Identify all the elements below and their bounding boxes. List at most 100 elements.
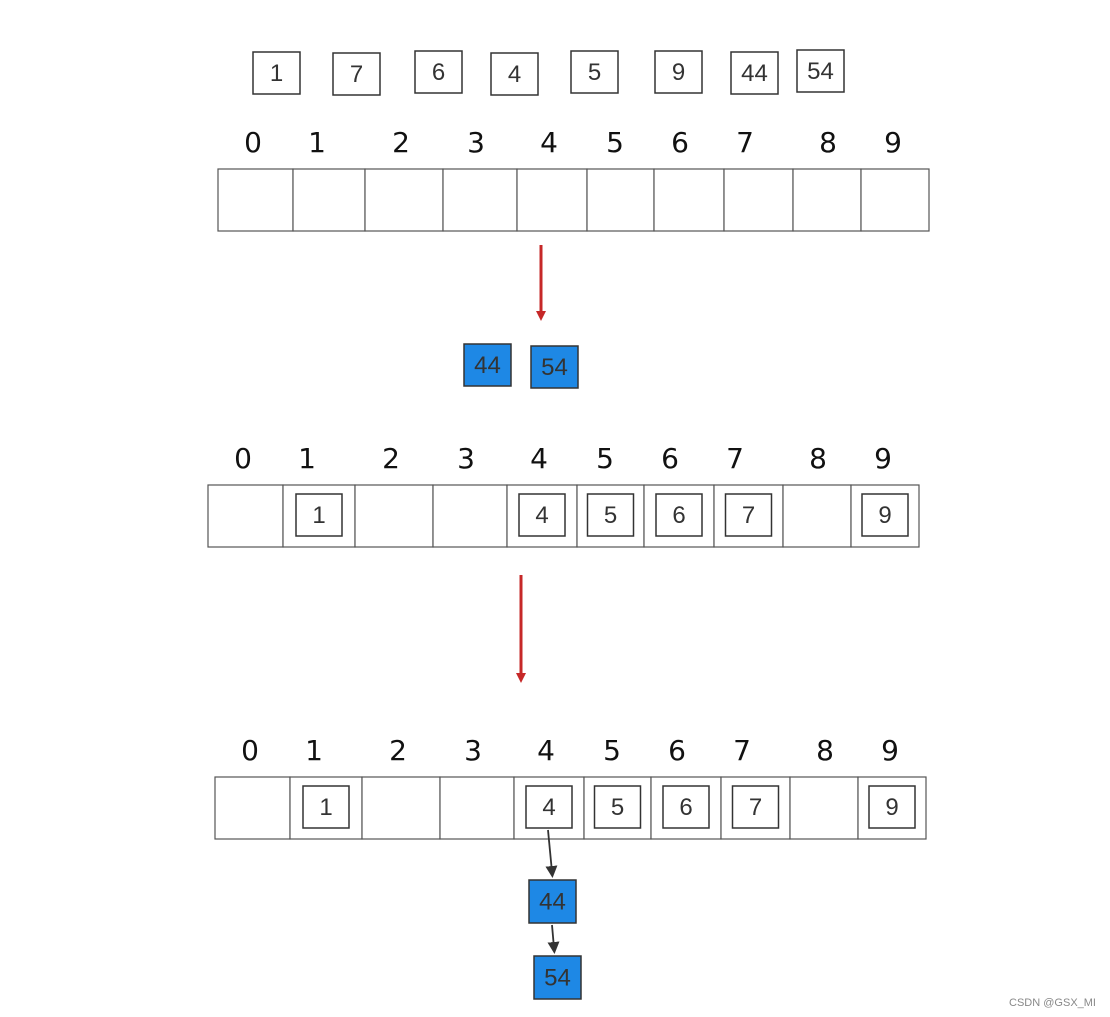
bucket-value-box-border [724, 493, 773, 537]
bucket-cell [361, 776, 441, 840]
pending-value-box-label: 54 [541, 354, 568, 381]
bucket-value-box-border [302, 785, 350, 829]
pending-value-box-border [530, 345, 579, 389]
input-value-box-border [570, 50, 619, 94]
bucket-value-box: 6 [662, 785, 710, 829]
bucket-index-label: 6 [668, 734, 686, 767]
bucket-value-box-label: 7 [742, 502, 755, 529]
bucket-index-label: 8 [819, 126, 837, 159]
bucket-value-box-border [518, 493, 566, 537]
bucket-index-label: 2 [382, 442, 400, 475]
bucket-cell [432, 484, 508, 548]
bucket-index-label: 9 [884, 126, 902, 159]
watermark: CSDN @GSX_MI [1009, 997, 1096, 1009]
bucket-value-box-border [295, 493, 343, 537]
input-value-box-border [654, 50, 703, 94]
bucket-index-label: 0 [241, 734, 259, 767]
bucket-value-box-label: 1 [319, 794, 332, 821]
bucket-value-box-border [586, 493, 635, 537]
input-value-box-label: 7 [350, 61, 363, 88]
bucket-index-label: 6 [661, 442, 679, 475]
chain-arrow [547, 924, 560, 954]
input-value-box: 54 [796, 49, 845, 93]
bucket-value-box-label: 5 [611, 794, 624, 821]
input-value-box-border [490, 52, 539, 96]
input-value-box: 9 [654, 50, 703, 94]
input-value-box-border [332, 52, 381, 96]
input-value-box-label: 1 [270, 60, 283, 87]
bucket-value-box-border [868, 785, 916, 829]
bucket-value-box-label: 4 [535, 502, 548, 529]
bucket-value-box: 7 [731, 785, 780, 829]
bucket-value-box-border [731, 785, 780, 829]
bucket-index-label: 3 [464, 734, 482, 767]
bucket-value-box: 1 [302, 785, 350, 829]
bucket-index-label: 9 [881, 734, 899, 767]
bucket-value-box: 9 [868, 785, 916, 829]
bucket-value-box: 7 [724, 493, 773, 537]
input-value-box-border [730, 51, 779, 95]
bucket-cell [364, 168, 444, 232]
pending-value-box-label: 44 [474, 352, 501, 379]
chained-value-box-border [528, 879, 577, 924]
bucket-index-label: 0 [234, 442, 252, 475]
bucket-index-label: 5 [596, 442, 614, 475]
chained-value-box: 54 [533, 955, 582, 1000]
bucket-value-box-label: 4 [542, 794, 555, 821]
input-value-box: 5 [570, 50, 619, 94]
chained-value-box-label: 54 [544, 965, 571, 992]
transition-arrows [516, 245, 546, 683]
input-value-box: 4 [490, 52, 539, 96]
chain-arrow [545, 829, 558, 878]
bucket-cell [789, 776, 859, 840]
bucket-value-box: 5 [586, 493, 635, 537]
bucket-index-label: 4 [540, 126, 558, 159]
pending-value-box: 54 [530, 345, 579, 389]
bucket-value-box: 9 [861, 493, 909, 537]
bucket-cell [516, 168, 588, 232]
bucket-index-label: 7 [733, 734, 751, 767]
bucket-value-box-border [655, 493, 703, 537]
input-value-box-label: 54 [807, 58, 834, 85]
bucket-index-label: 4 [530, 442, 548, 475]
input-value-box-label: 4 [508, 61, 521, 88]
bucket-index-label: 2 [389, 734, 407, 767]
bucket-cell [792, 168, 862, 232]
bucket-value-box-label: 6 [672, 502, 685, 529]
bucket-cell [354, 484, 434, 548]
bucket-cell [207, 484, 284, 548]
chained-value-box: 44 [528, 879, 577, 924]
bucket-cell [586, 168, 655, 232]
bucket-index-label: 7 [736, 126, 754, 159]
bucket-index-label: 8 [816, 734, 834, 767]
bucket-cell [653, 168, 725, 232]
bucket-value-box-label: 5 [604, 502, 617, 529]
bucket-index-label: 8 [809, 442, 827, 475]
input-value-box-label: 6 [432, 59, 445, 86]
input-value-box-border [252, 51, 301, 95]
bucket-index-label: 1 [308, 126, 326, 159]
bucket-index-label: 1 [298, 442, 316, 475]
bucket-array-chained: 0 1 2 3 4 5 6 7 8 9 1 4 5 6 7 9 44 54 [214, 734, 927, 1000]
bucket-index-label: 2 [392, 126, 410, 159]
bucket-value-box-label: 9 [885, 794, 898, 821]
bucket-value-box-label: 7 [749, 794, 762, 821]
bucket-index-label: 4 [537, 734, 555, 767]
bucket-value-box-border [861, 493, 909, 537]
input-value-box: 44 [730, 51, 779, 95]
bucket-index-label: 1 [305, 734, 323, 767]
bucket-value-box: 4 [518, 493, 566, 537]
bucket-index-label: 5 [603, 734, 621, 767]
pending-value-box-border [463, 343, 512, 387]
bucket-value-box-border [662, 785, 710, 829]
bucket-value-box-label: 6 [679, 794, 692, 821]
bucket-cell [723, 168, 794, 232]
bucket-index-label: 7 [726, 442, 744, 475]
bucket-value-box: 4 [525, 785, 573, 829]
bucket-value-box-label: 9 [878, 502, 891, 529]
bucket-index-label: 3 [467, 126, 485, 159]
bucket-cell [439, 776, 515, 840]
bucket-cell [292, 168, 366, 232]
bucket-value-box-border [525, 785, 573, 829]
